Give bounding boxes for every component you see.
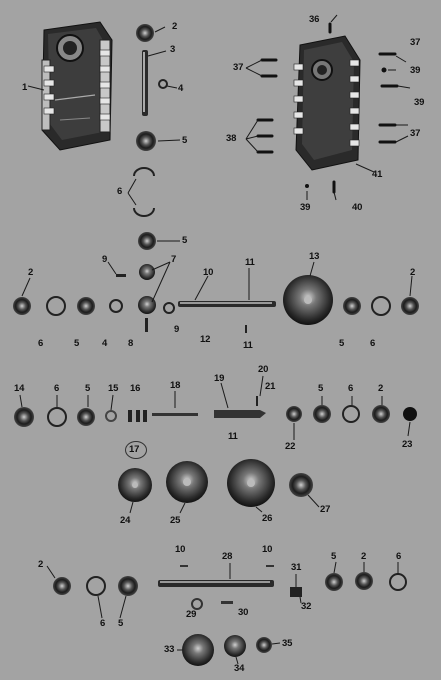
part-number-39: 39	[300, 202, 311, 213]
part-number-37: 37	[233, 62, 244, 73]
part-number-5: 5	[182, 135, 188, 146]
part-number-22: 22	[285, 441, 296, 452]
housing-right	[293, 35, 361, 171]
part-number-41: 41	[372, 169, 383, 180]
part-number-11: 11	[243, 340, 253, 351]
part-number-35: 35	[282, 638, 293, 649]
part-number-39: 39	[410, 65, 421, 76]
part-number-5: 5	[339, 338, 345, 349]
screws-group	[256, 22, 399, 194]
part-number-11: 11	[228, 431, 238, 442]
part-number-20: 20	[258, 364, 269, 375]
part-number-6: 6	[396, 551, 402, 562]
part-number-3: 3	[170, 44, 176, 55]
part-number-31: 31	[291, 562, 302, 573]
row-3-gears	[118, 459, 313, 507]
row-1-parts	[13, 275, 419, 333]
part-number-25: 25	[170, 515, 181, 526]
part-number-27: 27	[320, 504, 331, 515]
part-number-28: 28	[222, 551, 233, 562]
part-number-29: 29	[186, 609, 197, 620]
part-number-5: 5	[85, 383, 91, 394]
part-number-2: 2	[38, 559, 44, 570]
part-number-11: 11	[245, 257, 255, 268]
part-number-4: 4	[178, 83, 184, 94]
part-number-39: 39	[414, 97, 425, 108]
part-number-4: 4	[102, 338, 108, 349]
part-number-9: 9	[174, 324, 180, 335]
part-number-5: 5	[74, 338, 80, 349]
part-number-1: 1	[22, 82, 28, 93]
part-number-7: 7	[171, 254, 177, 265]
part-number-10: 10	[262, 544, 273, 555]
part-number-6: 6	[370, 338, 376, 349]
part-number-2: 2	[378, 383, 384, 394]
part-number-10: 10	[203, 267, 214, 278]
part-number-5: 5	[118, 618, 124, 629]
part-number-18: 18	[170, 380, 181, 391]
part-number-33: 33	[164, 644, 175, 655]
vertical-shaft-assembly	[116, 24, 175, 332]
part-number-37: 37	[410, 128, 421, 139]
part-number-13: 13	[309, 251, 320, 262]
part-number-10: 10	[175, 544, 186, 555]
bottom-parts	[53, 565, 407, 666]
part-number-24: 24	[120, 515, 131, 526]
part-number-5: 5	[318, 383, 324, 394]
part-number-2: 2	[361, 551, 367, 562]
part-number-34: 34	[234, 663, 245, 674]
part-number-6: 6	[117, 186, 123, 197]
part-number-6: 6	[38, 338, 44, 349]
ball-39b	[305, 184, 309, 188]
part-number-6: 6	[348, 383, 354, 394]
part-number-26: 26	[262, 513, 273, 524]
part-number-32: 32	[301, 601, 312, 612]
part-number-30: 30	[238, 607, 249, 618]
part-number-37: 37	[410, 37, 421, 48]
part-number-15: 15	[108, 383, 119, 394]
part-number-2: 2	[172, 21, 178, 32]
part-number-6: 6	[54, 383, 60, 394]
part-number-17: 17	[129, 444, 140, 455]
part-number-5: 5	[331, 551, 337, 562]
part-number-2: 2	[410, 267, 416, 278]
part-number-19: 19	[214, 373, 225, 384]
part-number-8: 8	[128, 338, 134, 349]
part-number-23: 23	[402, 439, 413, 450]
part-number-21: 21	[265, 381, 276, 392]
housing-left	[41, 21, 113, 151]
part-number-14: 14	[14, 383, 25, 394]
part-number-36: 36	[309, 14, 320, 25]
part-number-38: 38	[226, 133, 237, 144]
part-number-2: 2	[28, 267, 34, 278]
leader-lines	[19, 14, 413, 665]
part-number-5: 5	[182, 235, 188, 246]
part-number-9: 9	[102, 254, 108, 265]
part-number-6: 6	[100, 618, 106, 629]
highlight-circle-17	[125, 441, 147, 459]
part-number-40: 40	[352, 202, 363, 213]
part-number-12: 12	[200, 334, 211, 345]
row-2-parts	[14, 396, 417, 427]
part-number-16: 16	[130, 383, 141, 394]
ball-39	[381, 67, 387, 73]
